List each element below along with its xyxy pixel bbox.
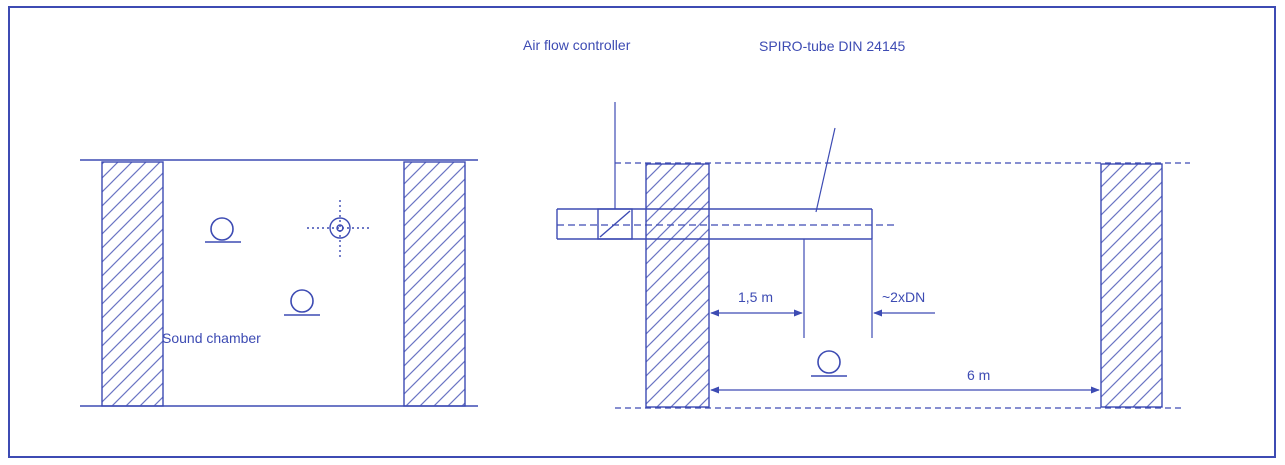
sound-source-crosshair-icon <box>307 200 370 260</box>
diagram-frame <box>8 6 1276 458</box>
sound-chamber-label: Sound chamber <box>162 330 261 346</box>
duct-setup-view <box>556 102 1190 409</box>
air-flow-controller-damper <box>599 210 631 238</box>
duct-right-wall <box>1100 163 1163 408</box>
chamber-left-wall <box>101 161 164 407</box>
dimension-label-2xdn: ~2xDN <box>882 289 925 305</box>
spiro-tube-leader <box>815 127 836 213</box>
dimension-label-6m: 6 m <box>967 367 990 383</box>
sound-chamber-view <box>80 159 478 407</box>
dimension-label-1-5m: 1,5 m <box>738 289 773 305</box>
duct-left-wall <box>645 163 710 408</box>
microphone-symbol-icon <box>284 289 320 316</box>
microphone-symbol-icon <box>811 350 847 377</box>
microphone-symbol-icon <box>205 217 241 243</box>
chamber-right-wall <box>403 161 466 407</box>
air-flow-controller-label: Air flow controller <box>523 37 631 53</box>
spiro-tube-label: SPIRO-tube DIN 24145 <box>759 38 906 54</box>
